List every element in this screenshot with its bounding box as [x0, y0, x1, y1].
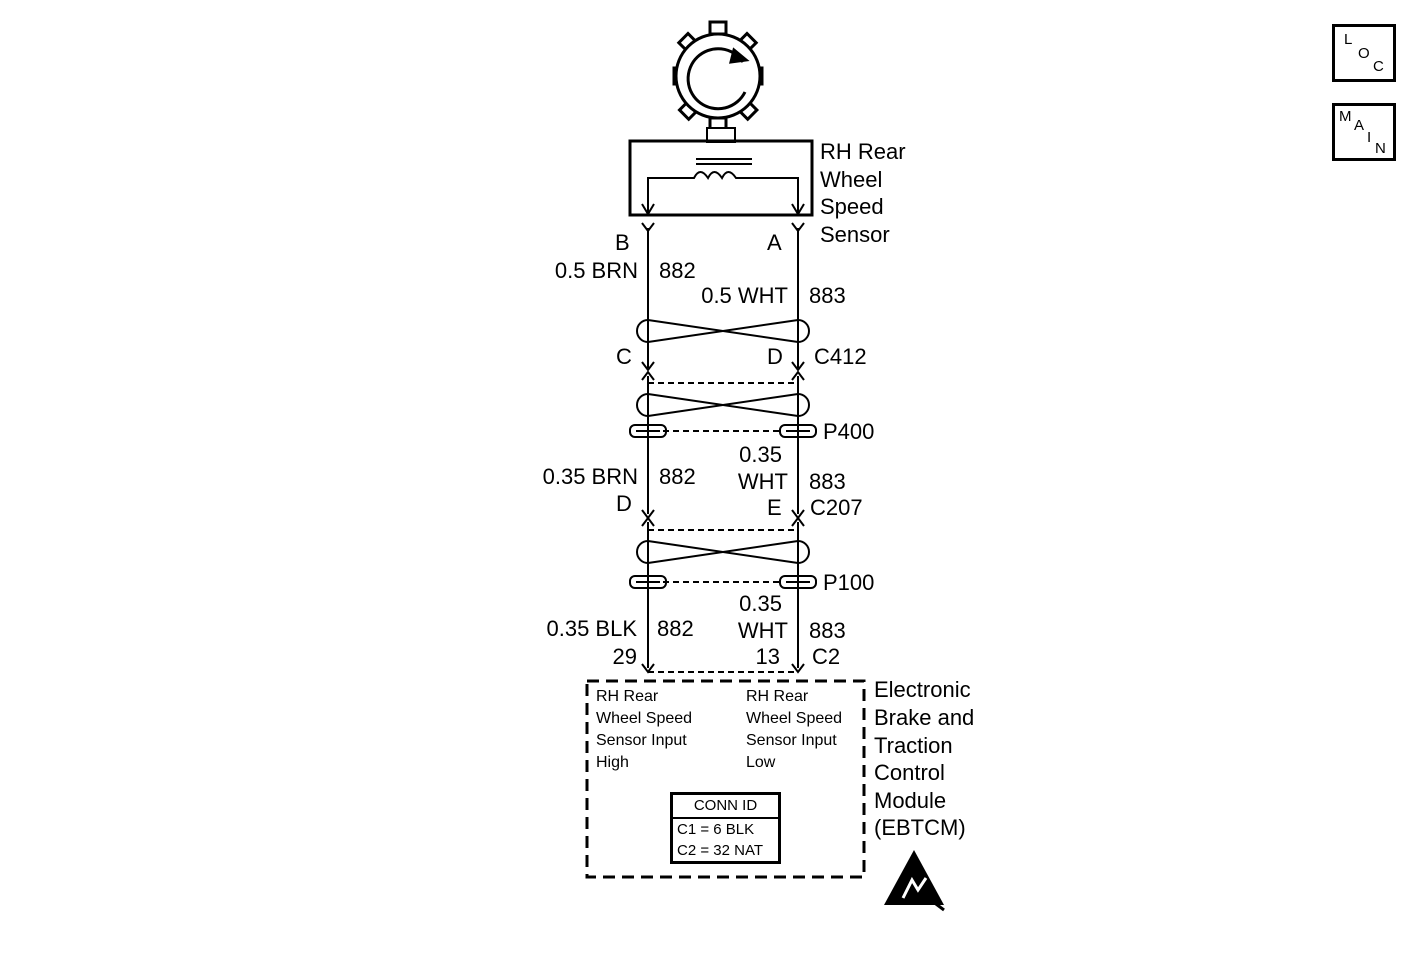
main-view-button[interactable]: M A I N [1332, 103, 1396, 161]
wire-left-seg2-gauge: 0.35 BRN [542, 464, 638, 489]
sensor-name-line: Sensor [820, 222, 890, 247]
c412-pin-d: D [767, 344, 783, 369]
loc-letter-c: C [1373, 58, 1384, 75]
main-letter-i: I [1367, 129, 1372, 146]
c412-pin-c: C [616, 344, 632, 369]
c207-pin-e: E [767, 495, 782, 520]
shield-p100 [629, 529, 817, 673]
wire-right-seg2-gauge-2: WHT [737, 469, 788, 494]
main-letter-m: M [1339, 108, 1352, 125]
input-high-line: Wheel Speed [596, 710, 693, 727]
module-name-line: Control [874, 760, 945, 785]
shield-p400 [629, 382, 817, 438]
circuit-wires [641, 222, 805, 674]
input-high-label: RH Rear Wheel Speed Sensor Input High [596, 686, 692, 774]
module-name-line: Traction [874, 733, 953, 758]
conn-id-row: C2 = 32 NAT [677, 842, 764, 859]
input-low-label: RH Rear Wheel Speed Sensor Input Low [746, 686, 842, 774]
sensor-name-line: Speed [820, 194, 884, 219]
c207-pin-d: D [616, 491, 632, 516]
input-low-line: Wheel Speed [746, 710, 843, 727]
esd-warning-icon [884, 850, 945, 912]
wire-right-seg2-circuit: 883 [809, 469, 846, 494]
sensor-name-line: Wheel [820, 167, 883, 192]
wire-right-seg3-gauge-2: WHT [737, 618, 788, 643]
main-letter-n: N [1375, 140, 1386, 157]
input-low-line: Low [746, 754, 776, 771]
ebtcm-module-box [585, 679, 866, 879]
input-high-line: High [596, 754, 629, 771]
p400-passthrough-id: P400 [823, 419, 875, 444]
input-low-line: RH Rear [746, 688, 809, 705]
input-high-line: RH Rear [596, 688, 659, 705]
c2-connector-id: C2 [812, 644, 841, 669]
wire-right-seg1-circuit: 883 [809, 283, 846, 308]
conn-id-title: CONN ID [673, 795, 778, 819]
c2-pin-13: 13 [755, 644, 780, 669]
conn-id-row: C1 = 6 BLK [677, 821, 755, 838]
input-high-line: Sensor Input [596, 732, 687, 749]
input-low-line: Sensor Input [746, 732, 837, 749]
c2-pin-29: 29 [612, 644, 637, 669]
twisted-pair-1 [636, 319, 810, 343]
module-name-line: (EBTCM) [874, 815, 966, 840]
c412-connector-id: C412 [814, 344, 867, 369]
module-name-line: Brake and [874, 705, 975, 730]
module-name-line: Module [874, 788, 947, 813]
wire-left-seg1-gauge: 0.5 BRN [554, 258, 638, 283]
wire-left-seg3-circuit: 882 [657, 616, 694, 641]
reluctor-wheel-icon [672, 20, 764, 132]
wire-right-seg2-gauge-1: 0.35 [739, 442, 782, 467]
wire-right-seg3-gauge-1: 0.35 [739, 591, 782, 616]
location-view-button[interactable]: L O C [1332, 24, 1396, 82]
wire-right-seg3-circuit: 883 [809, 618, 846, 643]
main-letter-a: A [1354, 117, 1365, 134]
p100-passthrough-id: P100 [823, 570, 875, 595]
wire-left-seg2-circuit: 882 [659, 464, 696, 489]
loc-letter-l: L [1344, 31, 1353, 48]
wire-left-seg3-gauge: 0.35 BLK [546, 616, 637, 641]
wheel-speed-sensor-symbol [628, 127, 814, 217]
module-name-line: Electronic [874, 677, 971, 702]
wire-right-seg1-gauge: 0.5 WHT [701, 283, 788, 308]
sensor-pin-b: B [615, 230, 630, 255]
c207-connector-id: C207 [810, 495, 863, 520]
sensor-name-line: RH Rear [820, 139, 906, 164]
loc-letter-o: O [1358, 45, 1370, 62]
sensor-pin-a: A [767, 230, 782, 255]
conn-id-table: CONN ID C1 = 6 BLK C2 = 32 NAT [670, 792, 781, 864]
wire-left-seg1-circuit: 882 [659, 258, 696, 283]
